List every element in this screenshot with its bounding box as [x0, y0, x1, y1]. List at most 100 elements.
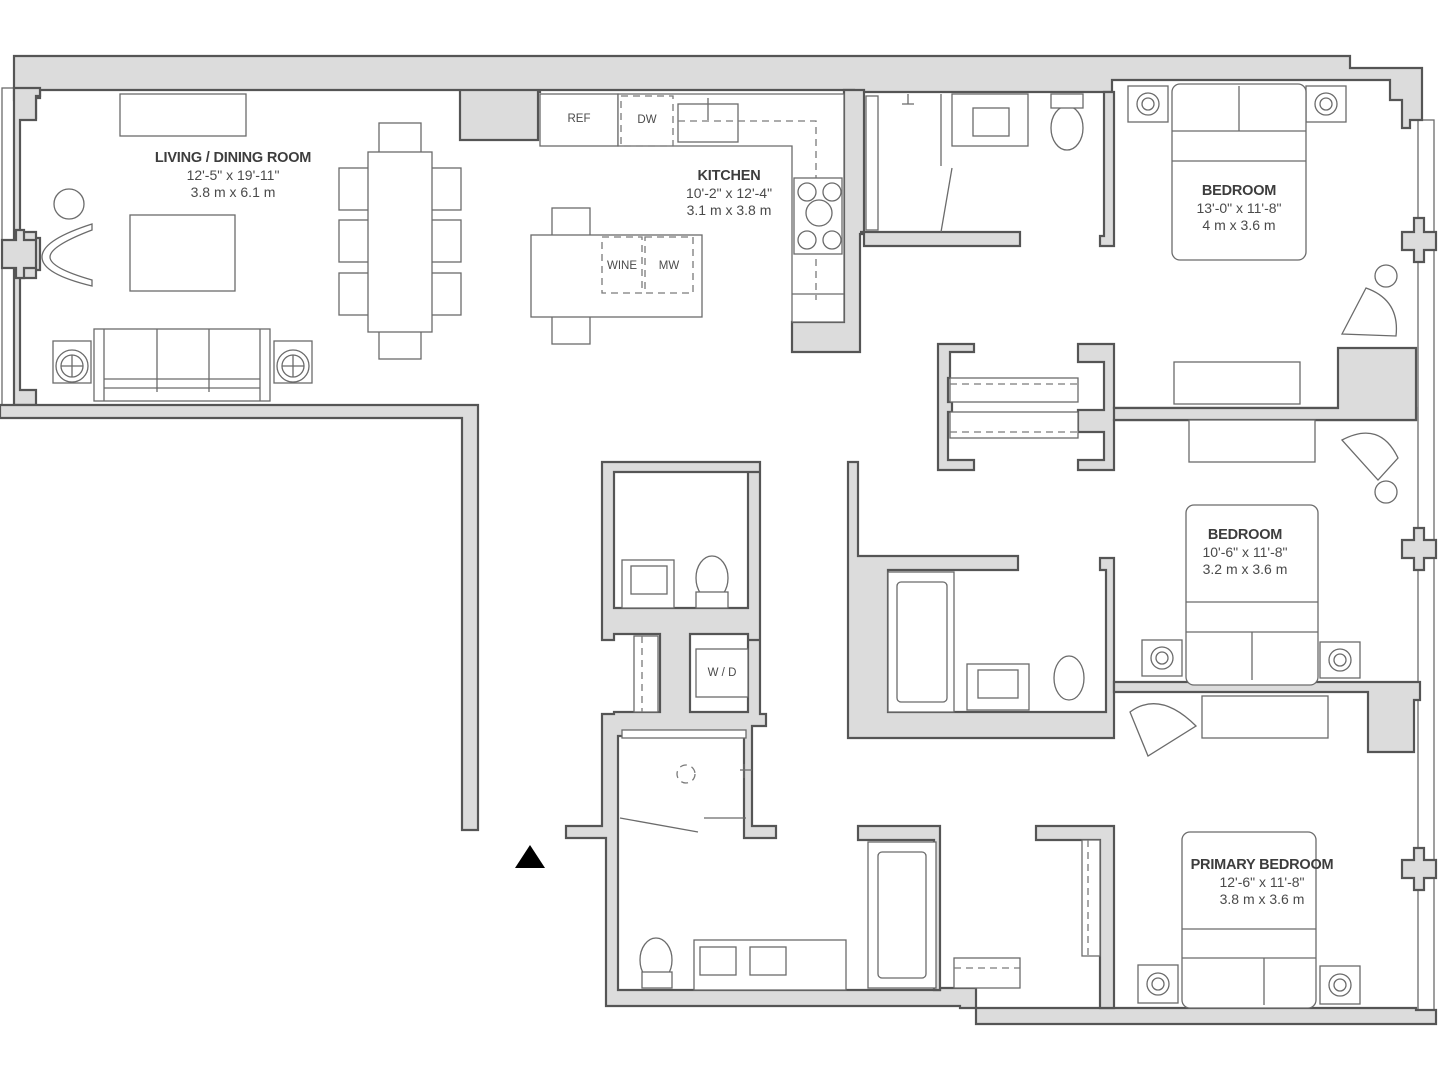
wall-primary-closet [1034, 824, 1116, 1010]
room-label-living: LIVING / DINING ROOM 12'-5" x 19'-11" 3.… [154, 150, 312, 200]
dining-chair [338, 219, 372, 263]
room-dimension-metric: 3.8 m x 3.6 m [1219, 890, 1305, 907]
dresser [1173, 361, 1301, 405]
room-name: BEDROOM [1201, 183, 1277, 199]
closets [949, 377, 1079, 439]
sink [972, 107, 1010, 137]
bath2-fixtures [887, 571, 1085, 713]
dining-chair [378, 122, 422, 154]
armchair [1129, 703, 1198, 757]
bed [1185, 504, 1319, 686]
nightstand [1305, 85, 1347, 123]
pilaster-east-1 [1400, 216, 1438, 264]
nightstand [1319, 641, 1361, 679]
shower-door [619, 817, 699, 833]
cooktop [793, 177, 843, 255]
tag-microwave: MW [658, 260, 680, 272]
wall-powder [564, 460, 1438, 1026]
room-dimension-imperial: 10'-6" x 11'-8" [1202, 544, 1288, 561]
primary-bedroom-furniture [1129, 695, 1361, 1009]
bed [1181, 831, 1317, 1009]
room-dimension-metric: 4 m x 3.6 m [1202, 216, 1276, 233]
armchair [41, 223, 93, 287]
pilaster-east-3 [1400, 846, 1438, 892]
bathtub [887, 571, 955, 713]
sink [749, 946, 787, 976]
side-table-round [1374, 480, 1398, 504]
primary-bath-fixtures [619, 729, 1101, 991]
room-dimension-metric: 3.8 m x 6.1 m [190, 183, 276, 200]
shower-drain-bench [621, 729, 747, 739]
room-label-bedroom-1: BEDROOM 13'-0" x 11'-8" 4 m x 3.6 m [1196, 183, 1281, 233]
pilaster-living [0, 228, 38, 280]
island-stool [551, 315, 591, 345]
wall-closet-left [936, 342, 976, 472]
dining-chair [338, 272, 372, 316]
armchair [1340, 432, 1399, 481]
sofa [93, 328, 271, 402]
bedroom1-furniture [1127, 83, 1398, 405]
tag-refrigerator: REF [567, 113, 591, 125]
sink [630, 565, 668, 595]
room-dimension-imperial: 12'-5" x 19'-11" [186, 167, 280, 184]
kitchen-fixtures [530, 93, 845, 345]
shower-drain [676, 764, 696, 784]
bed [1171, 83, 1307, 261]
refrigerator [539, 93, 619, 147]
side-table-round [1374, 264, 1398, 288]
shower-bench [865, 95, 879, 231]
sink [699, 946, 737, 976]
room-dimension-metric: 3.1 m x 3.8 m [686, 201, 772, 218]
dining-chair [428, 219, 462, 263]
room-name: BEDROOM [1207, 527, 1283, 543]
toilet [1050, 105, 1084, 151]
linen-closet [633, 635, 659, 713]
washer-dryer [695, 648, 749, 698]
powder-fixtures [621, 555, 749, 713]
room-name: LIVING / DINING ROOM [154, 150, 312, 166]
room-dimension-imperial: 12'-6" x 11'-8" [1219, 874, 1305, 891]
room-name: KITCHEN [697, 168, 761, 184]
coffee-table [129, 214, 236, 292]
kitchen-sink [677, 103, 739, 143]
closet-shelf [1081, 839, 1101, 957]
bedroom2-furniture [1141, 419, 1399, 686]
bathtub [867, 841, 937, 989]
dining-chair [428, 167, 462, 211]
sink [977, 669, 1019, 699]
pilaster-east-2 [1400, 526, 1438, 572]
dining-chair [428, 272, 462, 316]
closet-shelf [949, 377, 1079, 403]
armchair [1340, 287, 1398, 337]
dining-chair [338, 167, 372, 211]
entry-arrow-icon [515, 845, 545, 868]
room-name: PRIMARY BEDROOM [1190, 857, 1334, 873]
bath1-fixtures [865, 93, 1084, 233]
wall-bedroom1-south [1112, 346, 1418, 422]
wall-primary-bath-east [856, 824, 942, 992]
windows [1, 87, 1435, 1021]
dresser [1201, 695, 1329, 739]
dishwasher [620, 95, 674, 147]
room-dimension-imperial: 13'-0" x 11'-8" [1196, 200, 1282, 217]
room-label-primary-bedroom: PRIMARY BEDROOM 12'-6" x 11'-8" 3.8 m x … [1191, 857, 1334, 907]
shower-door [940, 167, 953, 233]
closet-shelf [953, 957, 1021, 989]
closet-shelf [949, 411, 1079, 439]
room-dimension-metric: 3.2 m x 3.6 m [1202, 560, 1288, 577]
island-stool [551, 207, 591, 237]
console-table [119, 93, 247, 137]
dining-chair [378, 328, 422, 360]
room-label-bedroom-2: BEDROOM 10'-6" x 11'-8" 3.2 m x 3.6 m [1202, 527, 1287, 577]
tag-washer-dryer: W / D [707, 667, 737, 679]
room-label-kitchen: KITCHEN 10'-2" x 12'-4" 3.1 m x 3.8 m [686, 168, 772, 218]
side-table-round [53, 188, 85, 220]
dresser [1188, 419, 1316, 463]
wall-bath2 [846, 460, 1116, 740]
living-furniture [41, 93, 462, 402]
nightstand [1127, 85, 1169, 123]
nightstand [1141, 639, 1183, 677]
nightstand [1137, 964, 1179, 1004]
room-dimension-imperial: 10'-2" x 12'-4" [685, 185, 773, 202]
